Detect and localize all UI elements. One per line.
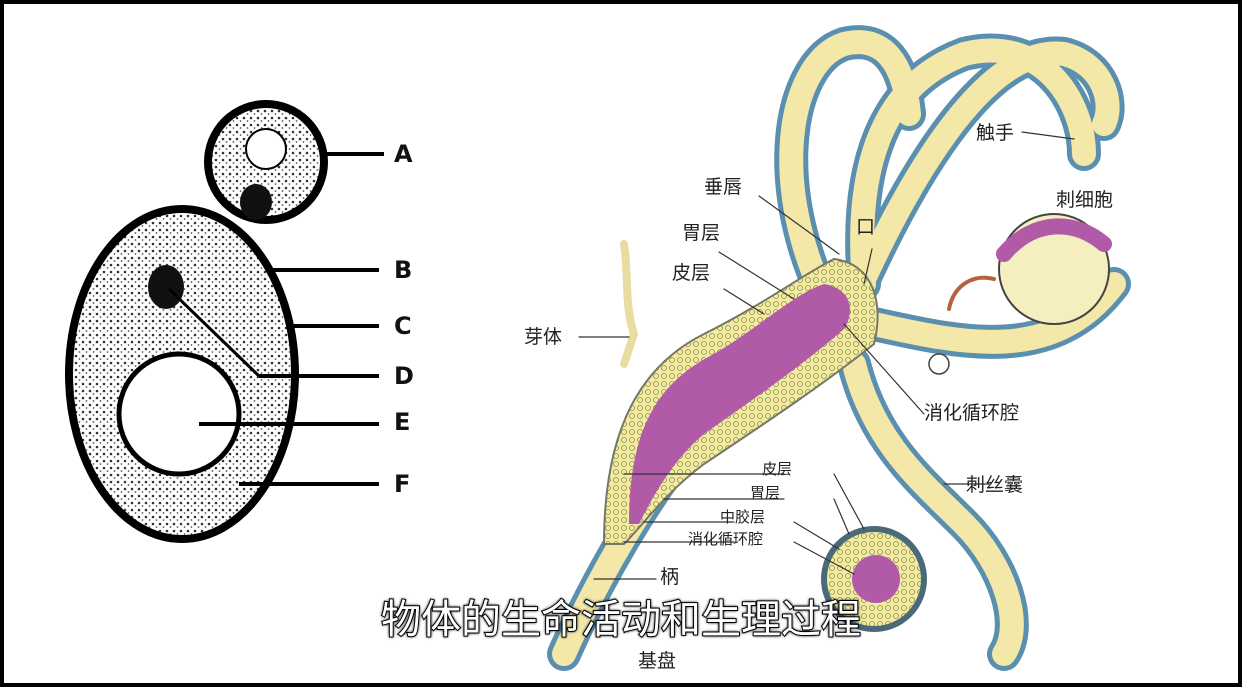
yeast-cell	[65, 100, 384, 543]
label-bud: 芽体	[524, 326, 563, 348]
yeast-label-f: F	[394, 470, 411, 498]
yeast-label-b: B	[394, 256, 413, 284]
label-tentacle: 触手	[976, 122, 1015, 144]
label-gastrovascular-cavity-section: 消化循环腔	[688, 530, 764, 548]
yeast-label-d: D	[394, 362, 414, 390]
label-gastrovascular-cavity: 消化循环腔	[924, 402, 1020, 424]
label-nematocyst: 刺丝囊	[966, 474, 1024, 496]
label-mouth: 口	[856, 216, 876, 238]
yeast-label-c: C	[394, 312, 412, 340]
label-hypostome: 垂唇	[704, 176, 743, 198]
diagram-graphics	[65, 25, 1131, 671]
label-gastrodermis: 胃层	[750, 484, 781, 502]
label-epidermis: 皮层	[762, 460, 793, 478]
label-stalk: 柄	[660, 566, 680, 588]
label-mesoglea: 中胶层	[720, 508, 766, 526]
label-cnidocyte: 刺细胞	[1056, 189, 1114, 211]
label-gastrodermis-top: 胃层	[682, 222, 721, 244]
hydra	[547, 25, 1131, 671]
subtitle-caption: 物体的生命活动和生理过程	[380, 597, 862, 643]
yeast-label-e: E	[394, 408, 411, 436]
label-epidermis-top: 皮层	[672, 262, 711, 284]
yeast-label-a: A	[394, 140, 413, 168]
video-frame: A B C D E F 触手 刺细胞 垂唇 口 胃层 皮层 芽体 消化循环腔 皮…	[4, 4, 1238, 683]
label-basal-disc: 基盘	[638, 650, 677, 672]
